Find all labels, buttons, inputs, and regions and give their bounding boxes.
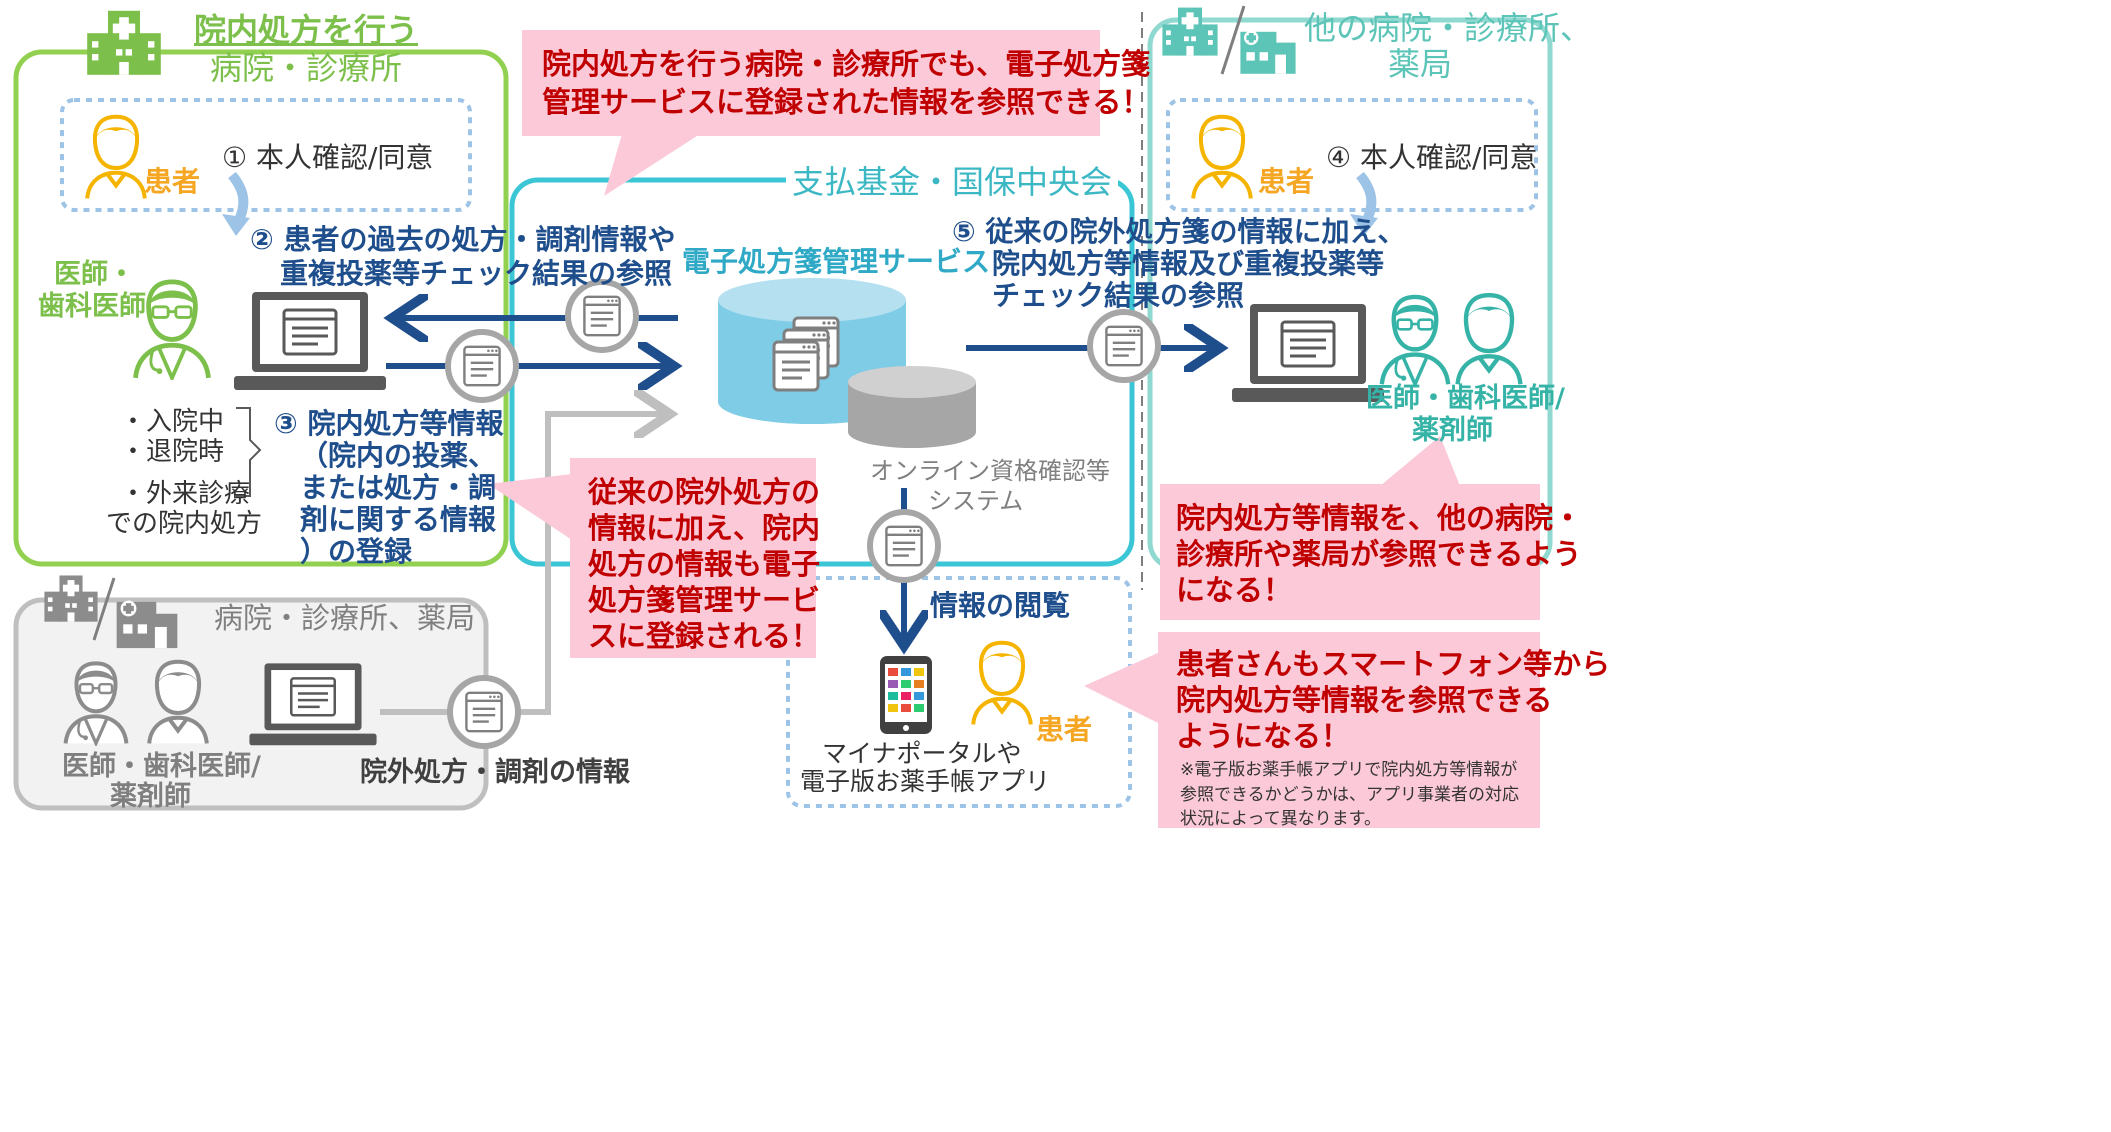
pharmacist-icon-right-2 [1458, 295, 1521, 384]
right-callout1-shape [1160, 436, 1540, 620]
left-hospital-title-line1: 院内処方を行う [194, 11, 419, 49]
hospital-icon-left [87, 10, 161, 75]
right-staff-label-line1: 医師・歯科医師/ [1366, 383, 1565, 414]
left-hospital-title-line2: 病院・診療所 [210, 49, 403, 87]
list-bracket [236, 407, 262, 497]
mid-callout-line1: 従来の院外処方の [588, 475, 821, 509]
outpatient-flow-label: 院外処方・調剤の情報 [360, 757, 630, 788]
hospital-icon-bottom [44, 575, 98, 622]
app-availability-note: ※電子版お薬手帳アプリで院内処方等情報が参照できるかどうかは、アプリ事業者の対応… [1180, 760, 1519, 830]
laptop-icon-left [232, 290, 388, 392]
app-name-line2: 電子版お薬手帳アプリ [800, 767, 1051, 796]
mid-callout-line3: 処方の情報も電子 [588, 547, 821, 581]
online-system-line2: システム [928, 487, 1024, 515]
top-callout-line1: 院内処方を行う病院・診療所でも、電子処方箋 [542, 47, 1151, 81]
patient-icon-right [1191, 114, 1253, 200]
app-name-line1: マイナポータルや [822, 739, 1022, 768]
step3-line1: ③ 院内処方等情報 [274, 407, 504, 440]
top-callout-shape [522, 30, 1100, 196]
right-callout2-line2: 院内処方等情報を参照できる [1176, 683, 1553, 717]
doc-circle-3 [1087, 309, 1161, 383]
patient-icon-left [85, 114, 147, 200]
step1-consent: ① 本人確認/同意 [222, 141, 434, 174]
service-name: 電子処方箋管理サービス [682, 245, 991, 278]
step3-line5: ）の登録 [300, 535, 413, 568]
doctor-label-line1: 医師・ [54, 259, 135, 290]
right-staff-label-line2: 薬剤師 [1412, 415, 1493, 446]
step3-line3: または処方・調 [300, 471, 497, 504]
right-callout1-line3: になる！ [1176, 573, 1293, 607]
doc-circle-5 [447, 675, 521, 749]
mid-callout-shape [488, 458, 816, 658]
doctor-label-line2: 歯科医師 [38, 291, 146, 322]
center-org-title: 支払基金・国保中央会 [786, 162, 1119, 202]
doctor-icon-left [136, 282, 209, 378]
right-callout1-line2: 診療所や薬局が参照できるよう [1176, 537, 1582, 571]
list-item-inhouse: での院内処方 [106, 509, 263, 539]
step5-line3: チェック結果の参照 [992, 279, 1245, 312]
right-hospital-title-line2: 薬局 [1388, 45, 1453, 83]
list-item-inpatient: ・入院中 [120, 407, 225, 437]
top-callout-line2: 管理サービスに登録された情報を参照できる！ [542, 85, 1151, 119]
consent-arrow-left [228, 171, 249, 225]
hospital-icon-right [1162, 7, 1218, 56]
step2-line1: ② 患者の過去の処方・調剤情報や [250, 223, 676, 256]
right-hospital-title-line1: 他の病院・診療所、 [1304, 9, 1593, 47]
step5-line1: ⑤ 従来の院外処方箋の情報に加え、 [952, 215, 1406, 248]
right-callout2-shape [1084, 632, 1540, 828]
doc-circle-1 [565, 279, 639, 353]
list-item-discharge: ・退院時 [120, 437, 225, 467]
list-item-outpatient: ・外来診療 [120, 479, 251, 509]
step3-line4: 剤に関する情報 [300, 503, 497, 536]
step5-line2: 院内処方等情報及び重複投薬等 [992, 247, 1385, 280]
right-callout2-line1: 患者さんもスマートフォン等から [1176, 647, 1611, 681]
bottom-staff-label-line2: 薬剤師 [110, 781, 191, 812]
step3-line2: （院内の投薬、 [300, 439, 497, 472]
online-system-line1: オンライン資格確認等 [870, 457, 1110, 485]
online-system-database [848, 366, 976, 448]
mid-callout-line2: 情報に加え、院内 [588, 511, 821, 545]
right-callout1-line1: 院内処方等情報を、他の病院・ [1176, 501, 1583, 535]
doctor-icon-right-1 [1382, 297, 1448, 384]
right-patient-label: 患者 [1258, 165, 1315, 198]
left-hospital-box [13, 49, 509, 567]
step2-line2: 重複投薬等チェック結果の参照 [280, 257, 673, 290]
right-patient-box [1166, 98, 1538, 212]
browse-patient-label: 患者 [1036, 713, 1093, 746]
mid-callout-line4: 処方箋管理サービ [588, 583, 821, 617]
bottom-staff-label-line1: 医師・歯科医師/ [62, 751, 261, 782]
patient-icon-browse [971, 640, 1033, 726]
doc-circle-2 [445, 329, 519, 403]
smartphone-icon [880, 656, 932, 734]
laptop-icon-right [1230, 302, 1386, 404]
left-patient-label: 患者 [144, 165, 201, 198]
bottom-hospital-title: 病院・診療所、薬局 [214, 601, 476, 635]
right-callout2-line3: ようになる！ [1176, 719, 1351, 753]
browse-label: 情報の閲覧 [930, 589, 1071, 622]
doc-circle-4 [867, 509, 941, 583]
clinic-icon-right [1240, 30, 1296, 74]
mid-callout-line5: スに登録される！ [588, 619, 821, 653]
step4-consent: ④ 本人確認/同意 [1326, 141, 1538, 174]
left-patient-box [60, 98, 472, 212]
